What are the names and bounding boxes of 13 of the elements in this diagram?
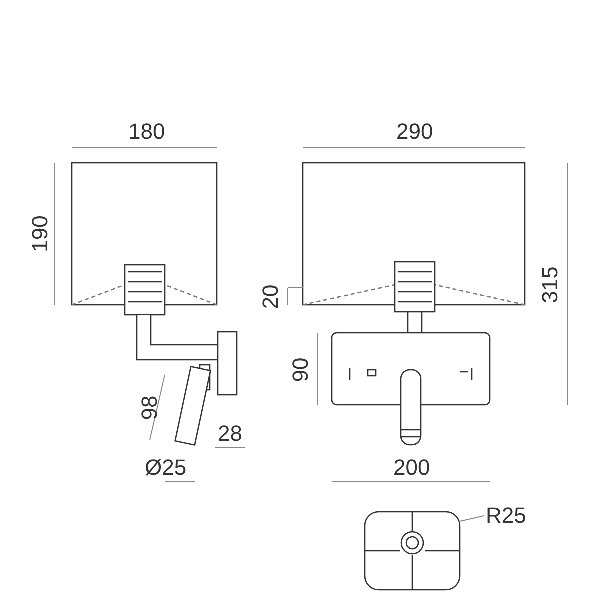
dimension-label: 190 <box>28 216 51 252</box>
radius-label: R25 <box>486 505 526 527</box>
leader-line <box>458 516 484 522</box>
dimension-label: 180 <box>128 121 166 143</box>
dimension-label: 315 <box>538 266 561 304</box>
dimension-label: 20 <box>260 284 282 310</box>
dimension-label: 28 <box>218 423 242 445</box>
base-plate-drawing <box>364 511 461 591</box>
dimension-label: 290 <box>396 121 434 143</box>
dimension-label: Ø25 <box>145 457 187 479</box>
dimension-label: 98 <box>139 396 162 420</box>
dimension-label: 200 <box>394 457 430 479</box>
dimension-label: 90 <box>290 358 312 382</box>
